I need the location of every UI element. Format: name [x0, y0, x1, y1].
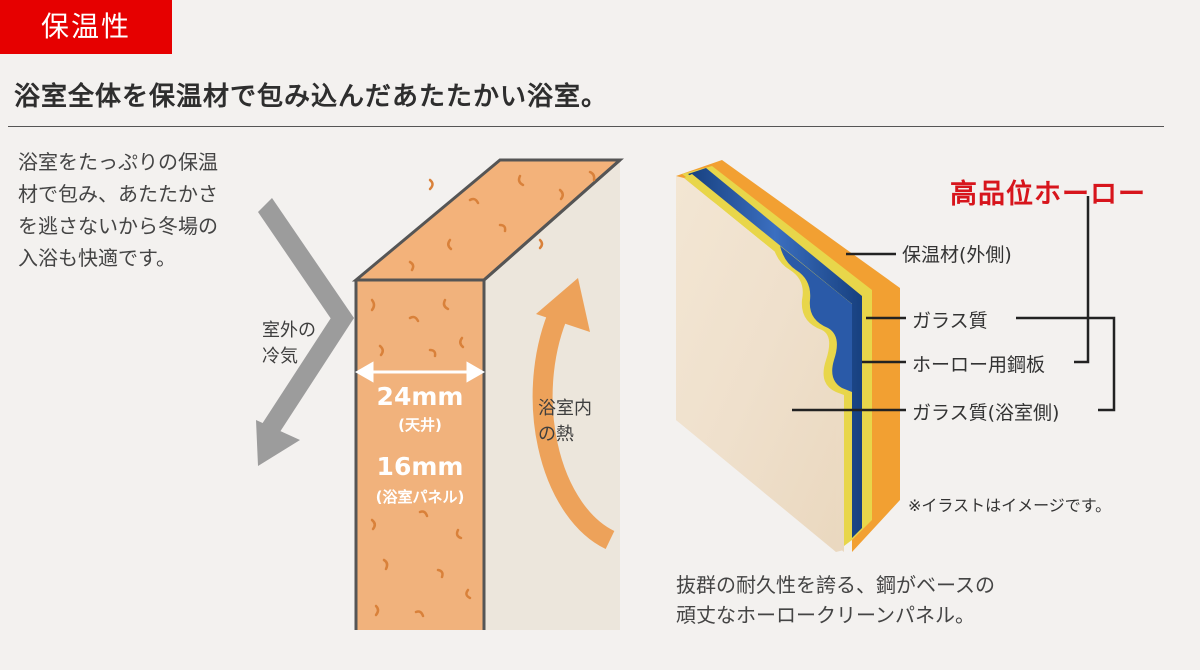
- caption-line2: 頑丈なホーロークリーンパネル。: [676, 603, 975, 627]
- page-headline: 浴室全体を保温材で包み込んだあたたかい浴室。: [14, 82, 609, 112]
- ceiling-thickness: 24mm: [376, 382, 464, 411]
- caption-line1: 抜群の耐久性を誇る、鋼がベースの: [676, 573, 995, 597]
- layer-label-insulation: 保温材(外側): [902, 244, 1012, 266]
- panel-note: (浴室パネル): [375, 488, 465, 506]
- section-badge: 保温性: [0, 0, 172, 54]
- enamel-panel-diagram: [676, 160, 900, 552]
- ceiling-note: (天井): [398, 416, 442, 434]
- panel-caption: 抜群の耐久性を誇る、鋼がベースの 頑丈なホーロークリーンパネル。: [676, 570, 1116, 630]
- layer-label-glass-bath-side: ガラス質(浴室側): [912, 402, 1060, 424]
- layer-label-glass: ガラス質: [912, 310, 988, 332]
- heat-label-line2: の熱: [538, 424, 574, 445]
- leader-lines: [792, 196, 1116, 412]
- enamel-title: 高品位ホーロー: [950, 179, 1146, 210]
- cold-air-label-line1: 室外の: [262, 320, 316, 341]
- heat-label: 浴室内 の熱: [538, 396, 618, 448]
- insulated-wall-diagram: [256, 158, 624, 630]
- intro-text: 浴室をたっぷりの保温材で包み、あたたかさを逃さないから冬場の入浴も快適です。: [18, 150, 218, 270]
- cold-air-label: 室外の 冷気: [262, 318, 342, 370]
- illustration-note: ※イラストはイメージです。: [908, 496, 1112, 515]
- panel-thickness: 16mm: [376, 452, 464, 481]
- layer-label-steel: ホーロー用鋼板: [912, 354, 1046, 376]
- heat-label-line1: 浴室内: [538, 398, 592, 419]
- cold-air-label-line2: 冷気: [262, 346, 298, 367]
- divider: [8, 126, 1164, 127]
